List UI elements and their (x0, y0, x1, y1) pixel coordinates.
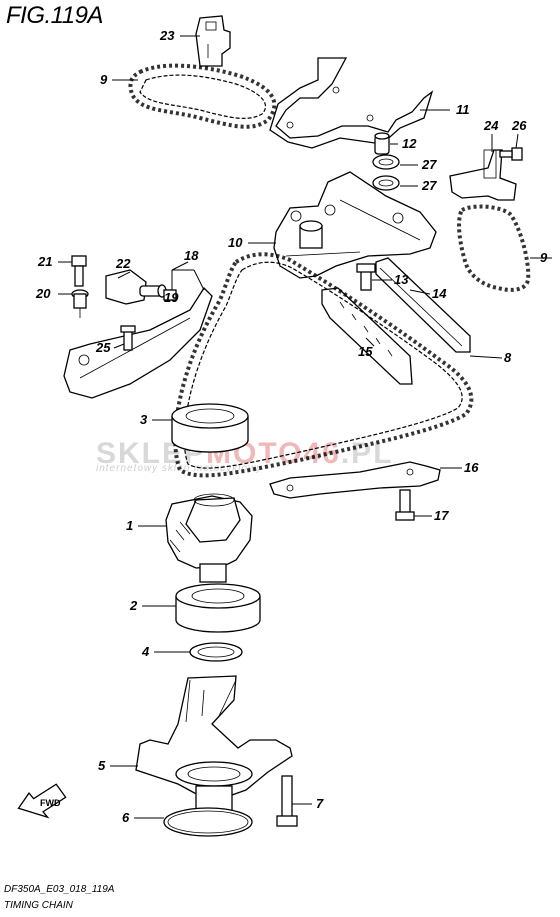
callout-17: 17 (434, 508, 449, 523)
callout-7: 7 (316, 796, 324, 811)
part-27-seal-upper (372, 154, 400, 170)
callout-9-right: 9 (540, 250, 548, 265)
part-13-bolt (356, 263, 376, 291)
part-25-bolt (120, 325, 136, 351)
part-11-guide-bracket (269, 57, 434, 149)
part-20-collar (71, 289, 89, 318)
callout-27-upper: 27 (421, 157, 437, 172)
part-21-bolt (71, 255, 87, 287)
callout-3: 3 (140, 412, 148, 427)
callout-24: 24 (483, 118, 499, 133)
footer-caption: TIMING CHAIN (4, 900, 73, 911)
part-3-bearing (171, 403, 249, 453)
part-26-bolt (499, 147, 523, 161)
part-16-slipper-guide (269, 461, 441, 499)
callout-13: 13 (394, 272, 409, 287)
part-27-seal-lower (372, 175, 400, 191)
callout-12: 12 (402, 136, 417, 151)
part-8-timing-chain (173, 252, 474, 478)
part-19-pin (163, 289, 177, 301)
part-14-long-guide (375, 257, 471, 353)
part-24-holder (449, 149, 517, 201)
callout-15: 15 (358, 344, 373, 359)
callout-23: 23 (159, 28, 175, 43)
part-12-pin (374, 132, 390, 155)
callout-26: 26 (511, 118, 527, 133)
part-15-comb-guide (321, 287, 413, 385)
callout-4: 4 (141, 644, 150, 659)
part-10-tensioner-body (273, 171, 437, 279)
figure-title: FIG.119A (6, 2, 103, 29)
callout-27-lower: 27 (421, 178, 437, 193)
callout-18: 18 (184, 248, 199, 263)
part-5-housing (135, 675, 293, 823)
part-17-bolt (395, 489, 415, 521)
part-22-tensioner (105, 269, 167, 305)
callout-8: 8 (504, 350, 512, 365)
callout-11: 11 (456, 102, 470, 117)
callout-22: 22 (115, 256, 131, 271)
part-4-seal-ring (189, 642, 243, 662)
part-9-chain-loop-upper (128, 63, 277, 129)
callout-20: 20 (35, 286, 51, 301)
callout-25: 25 (95, 340, 111, 355)
callout-14: 14 (432, 286, 447, 301)
callout-5: 5 (98, 758, 106, 773)
part-23-clip (195, 15, 231, 67)
callout-21: 21 (37, 254, 52, 269)
footer-diagram-code: DF350A_E03_018_119A (4, 884, 115, 895)
callout-19: 19 (164, 290, 179, 305)
fwd-label: FWD (40, 798, 61, 808)
callout-10: 10 (228, 235, 243, 250)
part-7-long-bolt (276, 775, 298, 827)
leader-lines (58, 35, 552, 819)
part-9-chain-loop-right (457, 204, 531, 292)
part-18-tensioner-arm (63, 286, 213, 399)
callout-2: 2 (129, 598, 138, 613)
part-2-bearing (175, 583, 261, 633)
callout-1: 1 (126, 518, 133, 533)
callout-16: 16 (464, 460, 479, 475)
callout-9-upper: 9 (100, 72, 108, 87)
callout-6: 6 (122, 810, 130, 825)
part-1-sprocket-gear (165, 493, 253, 583)
part-6-o-ring (163, 807, 253, 837)
fwd-arrow-icon: FWD (17, 783, 67, 819)
